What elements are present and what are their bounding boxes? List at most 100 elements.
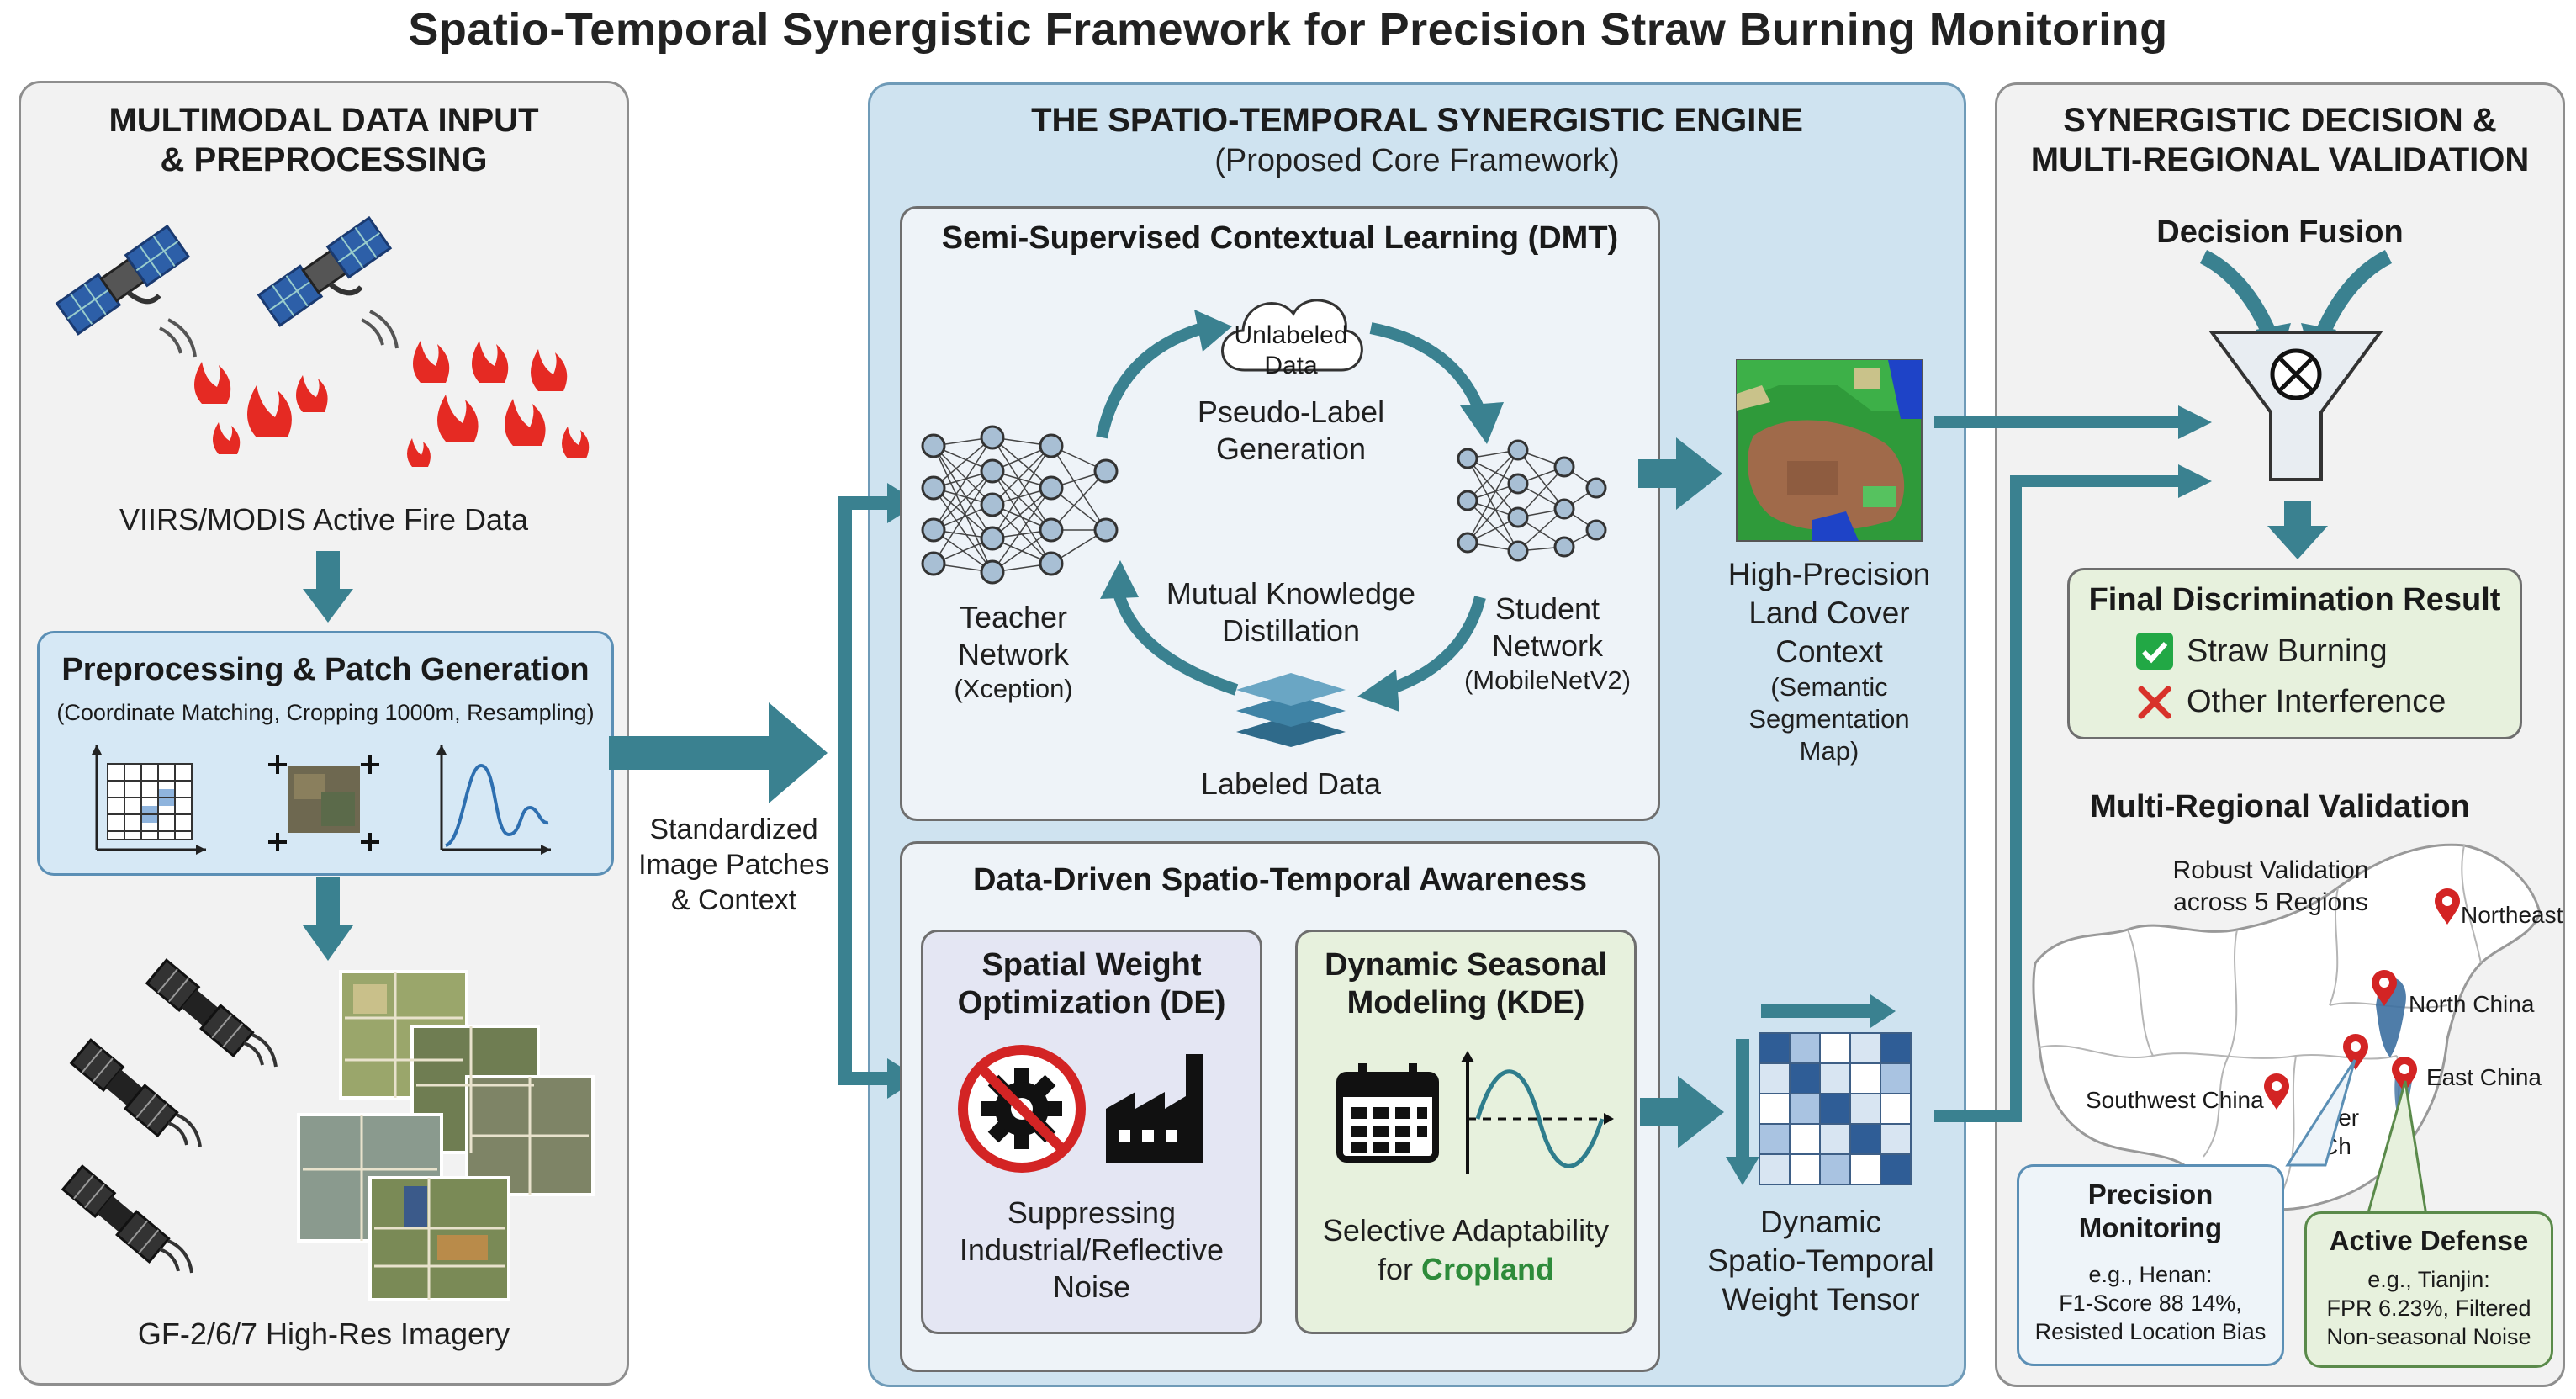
map-pin-icon (2264, 1073, 2289, 1110)
pseudo-label-label: Pseudo-Label Generation (1152, 394, 1430, 468)
precision-title-line2: Monitoring (2078, 1212, 2223, 1243)
spatial-desc-line3: Noise (1052, 1269, 1131, 1304)
grid-resample-icon (92, 745, 206, 855)
factory-icon (1106, 1054, 1203, 1163)
precision-monitoring-title: Precision Monitoring (2017, 1178, 2284, 1245)
decision-title-line2: MULTI-REGIONAL VALIDATION (2030, 141, 2530, 178)
robust-line2: across 5 Regions (2173, 888, 2368, 916)
map-pin-icon (2435, 888, 2460, 925)
dynamic-seasonal-title: Dynamic Seasonal Modeling (KDE) (1295, 946, 1637, 1022)
high-res-imagery-tiles (297, 970, 595, 1301)
tensor-line3: Weight Tensor (1722, 1282, 1920, 1317)
main-title: Spatio-Temporal Synergistic Framework fo… (408, 4, 2168, 55)
teacher-line3: (Xception) (954, 674, 1073, 703)
china-map (2032, 843, 2542, 1211)
other-interference-option: Other Interference (2187, 684, 2446, 719)
map-pin-icon (2392, 1057, 2417, 1093)
dyn-desc-for: for (1377, 1252, 1421, 1286)
crop-patch-icon (268, 755, 379, 851)
awareness-title: Data-Driven Spatio-Temporal Awareness (973, 862, 1587, 898)
connector-line3: & Context (670, 884, 797, 916)
spatial-weight-desc: Suppressing Industrial/Reflective Noise (921, 1195, 1262, 1306)
funnel-icon (2199, 249, 2393, 481)
input-panel-title: MULTIMODAL DATA INPUT & PREPROCESSING (19, 101, 629, 180)
labeled-data-stack-icon (1236, 673, 1346, 747)
cloud-icon (1221, 299, 1363, 372)
straw-burning-option: Straw Burning (2187, 633, 2388, 669)
mutual-line2: Distillation (1221, 613, 1361, 648)
satellite-icon (61, 1164, 193, 1274)
input-title-line1: MULTIMODAL DATA INPUT (108, 102, 539, 139)
map-pin-icon (2343, 1034, 2368, 1070)
dyn-title-line1: Dynamic Seasonal (1325, 947, 1607, 983)
connector-label: Standardized Image Patches & Context (618, 812, 849, 918)
landcover-line5: Segmentation (1748, 704, 1910, 734)
precision-desc-line1: e.g., Henan: (2088, 1262, 2213, 1287)
robust-validation-label: Robust Validation across 5 Regions (2145, 855, 2397, 919)
pseudo-line2: Generation (1215, 432, 1367, 466)
seasonal-wave-icon (1461, 1051, 1614, 1174)
connector-line1: Standardized (649, 813, 818, 845)
spatial-title-line1: Spatial Weight (981, 947, 1202, 983)
region-southwest-china: Southwest China (2086, 1087, 2264, 1113)
region-north-china: North China (2409, 991, 2535, 1017)
preprocessing-title: Preprocessing & Patch Generation (61, 652, 590, 687)
spatial-desc-line2: Industrial/Reflective (959, 1232, 1225, 1267)
teacher-line2: Network (957, 637, 1070, 671)
input-title-line2: & PREPROCESSING (160, 141, 488, 178)
region-northeast: Northeast (2461, 902, 2563, 928)
imagery-label: GF-2/6/7 High-Res Imagery (137, 1317, 510, 1351)
pseudo-line1: Pseudo-Label (1197, 395, 1385, 429)
satellite-icon (55, 224, 197, 358)
preprocessing-subtitle: (Coordinate Matching, Cropping 1000m, Re… (56, 700, 595, 725)
tensor-line1: Dynamic (1760, 1205, 1881, 1239)
right-arrow (1640, 1076, 1724, 1148)
robust-line1: Robust Validation (2172, 856, 2369, 884)
mutual-line1: Mutual Knowledge (1166, 576, 1416, 611)
land-cover-label: High-Precision Land Cover Context (Seman… (1707, 555, 1951, 767)
precision-title-line1: Precision (2087, 1179, 2214, 1210)
calendar-icon (1336, 1063, 1439, 1163)
dmt-title: Semi-Supervised Contextual Learning (DMT… (941, 220, 1619, 256)
defense-desc-line2: FPR 6.23%, Filtered (2326, 1296, 2531, 1321)
satellite-icon (145, 958, 278, 1068)
dyn-desc-line2: for Cropland (1295, 1250, 1637, 1289)
active-defense-title: Active Defense (2329, 1225, 2529, 1256)
teacher-network-label: Teacher Network (Xception) (917, 599, 1110, 705)
precision-monitoring-desc: e.g., Henan: F1-Score 88 14%, Resisted L… (2017, 1260, 2284, 1346)
cycle-arrows (1096, 310, 1504, 712)
student-network-label: Student Network (MobileNetV2) (1447, 591, 1648, 697)
active-defense-callout (2304, 1211, 2553, 1368)
weight-tensor-grid (1759, 1032, 1912, 1185)
right-arrow-big (609, 702, 828, 803)
dynamic-seasonal-desc: Selective Adaptability for Cropland (1295, 1211, 1637, 1289)
student-line1: Student (1494, 591, 1600, 626)
decision-fusion-title: Decision Fusion (2156, 215, 2404, 250)
spatial-title-line2: Optimization (DE) (957, 985, 1226, 1020)
fire-icon-cluster (194, 362, 328, 454)
fusion-connectors (1934, 405, 2212, 1122)
mutual-distillation-label: Mutual Knowledge Distillation (1144, 575, 1438, 649)
precision-monitoring-callout (2017, 1164, 2284, 1366)
satellite-icon (69, 1038, 202, 1147)
fire-data-label: VIIRS/MODIS Active Fire Data (119, 502, 529, 537)
landcover-line4: (Semantic (1770, 672, 1888, 702)
landcover-line1: High-Precision (1727, 557, 1931, 591)
unlabeled-data-label: Unlabeled Data (1211, 321, 1371, 381)
engine-title: THE SPATIO-TEMPORAL SYNERGISTIC ENGINE (1031, 102, 1803, 139)
landcover-line6: Map) (1799, 736, 1859, 766)
unlabeled-line2: Data (1264, 352, 1318, 379)
land-cover-map-image (1736, 359, 1923, 542)
dyn-title-line2: Modeling (KDE) (1346, 985, 1585, 1020)
down-arrow (2267, 501, 2328, 559)
decision-title-line1: SYNERGISTIC DECISION & (2063, 102, 2497, 139)
student-network-icon (1457, 439, 1607, 562)
spatial-desc-line1: Suppressing (1007, 1195, 1177, 1230)
no-gear-icon (958, 1045, 1086, 1173)
precision-desc-line3: Resisted Location Bias (2034, 1319, 2267, 1344)
cropland-highlight: Cropland (1421, 1252, 1554, 1286)
teacher-network-icon (921, 425, 1119, 585)
region-east-china: East China (2426, 1064, 2542, 1090)
teacher-line1: Teacher (959, 600, 1068, 634)
decision-panel-title: SYNERGISTIC DECISION & MULTI-REGIONAL VA… (1995, 101, 2565, 180)
